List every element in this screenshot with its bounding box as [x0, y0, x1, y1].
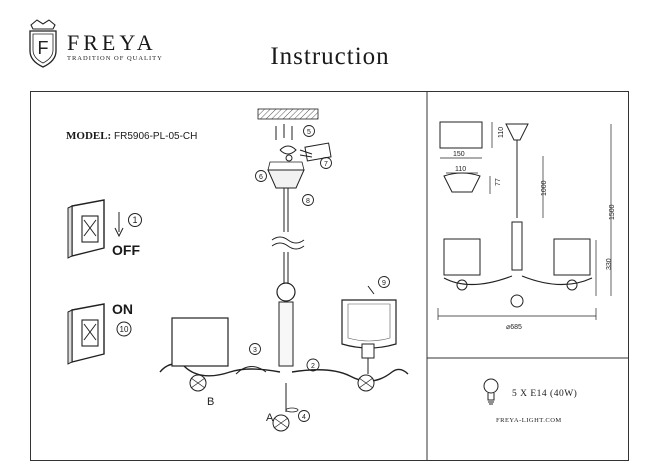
dim-body: 330	[606, 258, 613, 270]
switch-off-diagram	[67, 199, 105, 259]
logo-letter: F	[38, 38, 49, 58]
down-arrow-icon	[114, 212, 124, 238]
dim-shade-width: 150	[453, 151, 465, 158]
left-arm	[159, 363, 281, 377]
light-bulb-icon	[483, 378, 499, 405]
bulb-spec: 5 X E14 (40W)	[512, 389, 578, 399]
on-label: ON	[112, 301, 133, 317]
dim-cup-width: 110	[455, 166, 466, 173]
dim-total: 1500	[609, 204, 616, 220]
step-badges	[249, 125, 390, 422]
off-label: OFF	[112, 242, 140, 258]
central-column	[278, 301, 294, 367]
step-6-label: 6	[259, 174, 263, 181]
step-1-badge: 1	[128, 213, 142, 227]
freya-logo-icon: F	[29, 19, 57, 68]
step-3-label: 3	[253, 347, 257, 354]
step-10-label: 10	[120, 325, 129, 334]
dim-shade-height: 110	[498, 127, 505, 138]
dim-cup-height: 77	[495, 178, 502, 186]
dim-diameter: ⌀685	[506, 324, 522, 331]
page-title: Instruction	[270, 43, 390, 70]
ceiling-hatch	[257, 108, 319, 120]
model-code: FR5906-PL-05-CH	[114, 131, 198, 142]
step-2-label: 2	[311, 363, 315, 370]
model-line: MODEL: FR5906-PL-05-CH	[66, 130, 197, 142]
step-5-label: 5	[307, 129, 311, 136]
instruction-frame	[30, 91, 629, 461]
step-9-label: 9	[382, 280, 386, 287]
part-a-label: A	[266, 412, 274, 424]
dim-stem: 1000	[541, 180, 548, 196]
step-4-label: 4	[302, 414, 306, 421]
brand-tagline: TRADITION OF QUALITY	[67, 55, 163, 62]
brand-name: FREYA	[67, 30, 157, 55]
model-label: MODEL:	[66, 130, 112, 142]
part-b-label: B	[207, 396, 214, 408]
website-link[interactable]: FREYA-LIGHT.COM	[496, 417, 562, 424]
switch-on-diagram	[67, 303, 105, 365]
left-shade	[171, 317, 229, 367]
step-1-label: 1	[132, 215, 137, 225]
step-10-badge: 10	[116, 321, 132, 337]
top-ring	[276, 282, 296, 302]
step-7-label: 7	[324, 161, 328, 168]
step-8-label: 8	[306, 198, 310, 205]
